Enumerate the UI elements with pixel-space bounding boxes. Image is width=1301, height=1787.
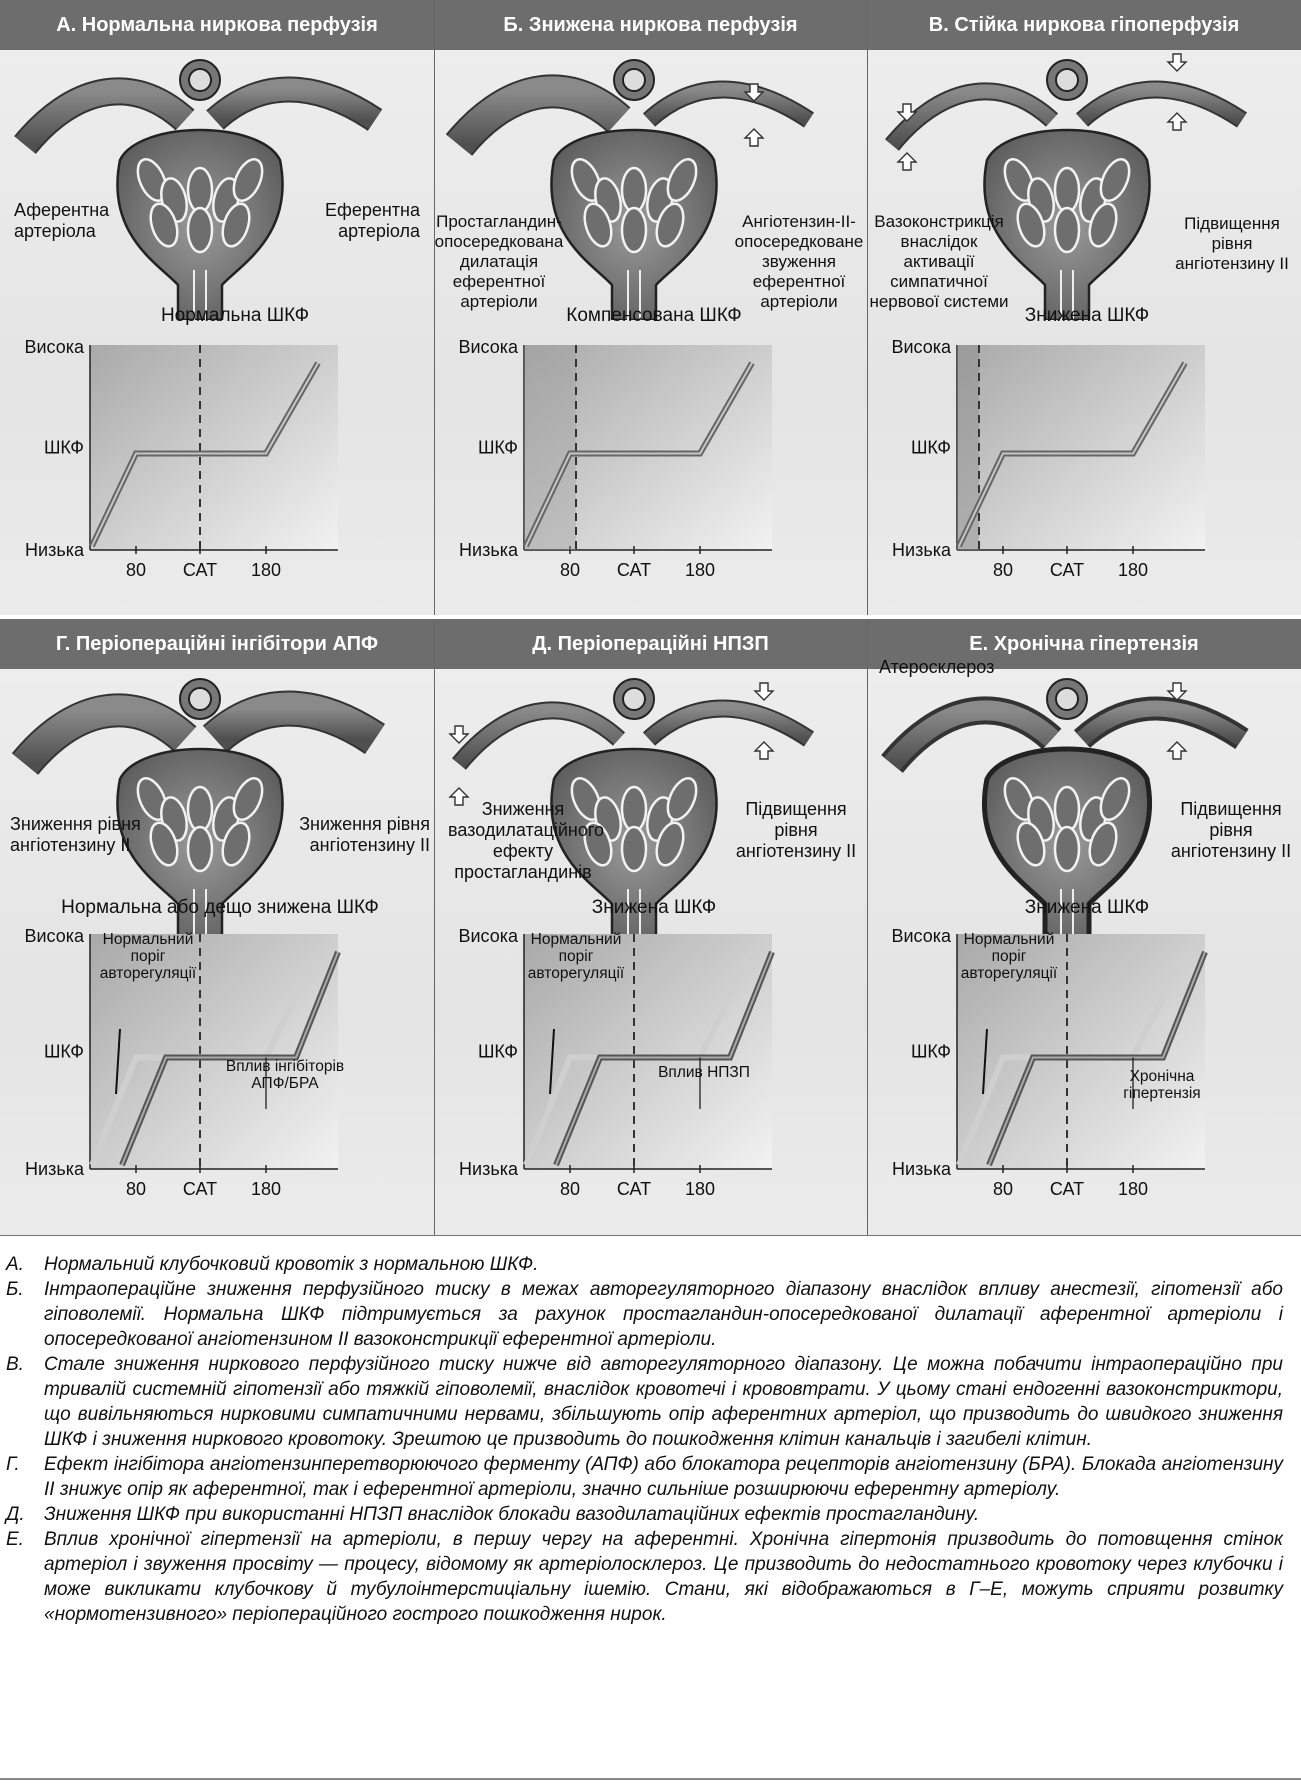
x-tick-label: 80: [126, 560, 146, 580]
caption-letter: А.: [6, 1252, 24, 1277]
caption: А. Нормальний клубочковий кровотік з норм…: [0, 1252, 1301, 1627]
y-tick-label-high: Висока: [891, 926, 952, 946]
x-tick-label: 180: [685, 1179, 715, 1199]
panel-b: Б. Знижена ниркова перфузія Простагланди…: [434, 0, 867, 615]
caption-item: Е. Вплив хронічної гіпертензії на артеріо…: [0, 1527, 1301, 1627]
chart-plot-area: [957, 345, 1205, 550]
x-tick-label: САТ: [183, 560, 217, 580]
gfr-chart: ВисокаШКФ Низька 80 САТ 180: [0, 50, 434, 615]
bottom-rule: [0, 1778, 1301, 1780]
panel-title: Г. Періопераційні інгібітори АПФ: [0, 619, 434, 669]
caption-item: Б. Інтраопераційне зниження перфузійного …: [0, 1277, 1301, 1352]
y-tick-label-low: Низька: [25, 540, 85, 560]
y-tick-label-mid: ШКФ: [911, 1042, 951, 1062]
caption-text: Ефект інгібітора ангіотензинперетворюючо…: [44, 1454, 1283, 1500]
panel-c: В. Стійка ниркова гіпоперфузія Вазоконст…: [867, 0, 1301, 615]
y-tick-label-high: Висока: [458, 926, 519, 946]
caption-item: В. Стале зниження ниркового перфузійного …: [0, 1352, 1301, 1452]
x-tick-label: 80: [993, 1179, 1013, 1199]
caption-text: Зниження ШКФ при використанні НПЗП внасл…: [44, 1504, 979, 1525]
y-tick-label-low: Низька: [459, 1159, 519, 1179]
x-tick-label: САТ: [617, 1179, 651, 1199]
caption-text: Вплив хронічної гіпертензії на артеріоли…: [44, 1529, 1283, 1625]
x-tick-label: САТ: [183, 1179, 217, 1199]
effect-label: Вплив НПЗП: [649, 1064, 759, 1081]
y-tick-label-low: Низька: [25, 1159, 85, 1179]
caption-letter: Б.: [6, 1277, 24, 1302]
caption-letter: Д.: [6, 1502, 25, 1527]
y-tick-label-low: Низька: [892, 1159, 952, 1179]
x-tick-label: 180: [1118, 560, 1148, 580]
y-tick-label-high: Висока: [891, 337, 952, 357]
y-tick-label-high: Висока: [24, 926, 85, 946]
caption-text: Стале зниження ниркового перфузійного ти…: [44, 1354, 1283, 1450]
panel-body: Вазоконстрикція внаслідок активації симп…: [867, 50, 1301, 615]
caption-text: Нормальний клубочковий кровотік з нормал…: [44, 1254, 538, 1275]
row-divider: [0, 615, 1301, 619]
x-tick-label: 180: [685, 560, 715, 580]
gfr-chart: ВисокаШКФ Низька 80 САТ 180: [0, 669, 434, 1234]
caption-letter: Г.: [6, 1452, 20, 1477]
panel-title: Б. Знижена ниркова перфузія: [434, 0, 867, 50]
panel-d: Г. Періопераційні інгібітори АПФ Зниженн…: [0, 619, 434, 1234]
caption-letter: В.: [6, 1352, 24, 1377]
y-tick-label-mid: ШКФ: [478, 1042, 518, 1062]
y-tick-label-mid: ШКФ: [44, 1042, 84, 1062]
x-tick-label: 80: [993, 560, 1013, 580]
chart-plot-area: [90, 345, 338, 550]
effect-label: Вплив інгібіторів АПФ/БРА: [210, 1058, 360, 1092]
threshold-label: Нормальний поріг авторегуляції: [98, 931, 198, 982]
y-tick-label-high: Висока: [458, 337, 519, 357]
reduced-zone: [524, 345, 576, 550]
effect-label: Хронічна гіпертензія: [1107, 1068, 1217, 1102]
x-tick-label: 80: [560, 560, 580, 580]
x-tick-label: 80: [126, 1179, 146, 1199]
y-tick-label-low: Низька: [459, 540, 519, 560]
caption-item: Г. Ефект інгібітора ангіотензинперетворюю…: [0, 1452, 1301, 1502]
caption-item: Д. Зниження ШКФ при використанні НПЗП вна…: [0, 1502, 1301, 1527]
y-tick-label-high: Висока: [24, 337, 85, 357]
caption-text: Інтраопераційне зниження перфузійного ти…: [44, 1279, 1283, 1350]
x-tick-label: САТ: [1050, 560, 1084, 580]
y-tick-label-mid: ШКФ: [478, 438, 518, 458]
panel-title: Д. Періопераційні НПЗП: [434, 619, 867, 669]
x-tick-label: 80: [560, 1179, 580, 1199]
panel-title: В. Стійка ниркова гіпоперфузія: [867, 0, 1301, 50]
panel-body: Зниження рівня ангіотензину ІІ Зниження …: [0, 669, 434, 1234]
gfr-chart: ВисокаШКФ Низька 80 САТ 180: [434, 669, 867, 1234]
y-tick-label-mid: ШКФ: [911, 438, 951, 458]
hypoperfusion-zone: [957, 345, 979, 550]
panel-f: Е. Хронічна гіпертензія Атеросклероз Під…: [867, 619, 1301, 1234]
panel-title: А. Нормальна ниркова перфузія: [0, 0, 434, 50]
panel-body: Аферентна артеріола Еферентна артеріола …: [0, 50, 434, 615]
panel-body: Простагландин-опосередкована дилатація е…: [434, 50, 867, 615]
x-tick-label: САТ: [617, 560, 651, 580]
x-tick-label: 180: [251, 1179, 281, 1199]
panel-a: А. Нормальна ниркова перфузія Аферентна …: [0, 0, 434, 615]
caption-letter: Е.: [6, 1527, 24, 1552]
threshold-label: Нормальний поріг авторегуляції: [526, 931, 626, 982]
x-tick-label: 180: [1118, 1179, 1148, 1199]
y-tick-label-mid: ШКФ: [44, 438, 84, 458]
panel-body: Зниження вазодилатаційного ефекту проста…: [434, 669, 867, 1234]
y-tick-label-low: Низька: [892, 540, 952, 560]
x-tick-label: 180: [251, 560, 281, 580]
caption-item: А. Нормальний клубочковий кровотік з норм…: [0, 1252, 1301, 1277]
threshold-label: Нормальний поріг авторегуляції: [959, 931, 1059, 982]
x-tick-label: САТ: [1050, 1179, 1084, 1199]
figure: А. Нормальна ниркова перфузія Аферентна …: [0, 0, 1301, 1236]
panel-e: Д. Періопераційні НПЗП Зниження вазодила…: [434, 619, 867, 1234]
panel-body: Атеросклероз Підвищення рівня ангіотензи…: [867, 669, 1301, 1234]
